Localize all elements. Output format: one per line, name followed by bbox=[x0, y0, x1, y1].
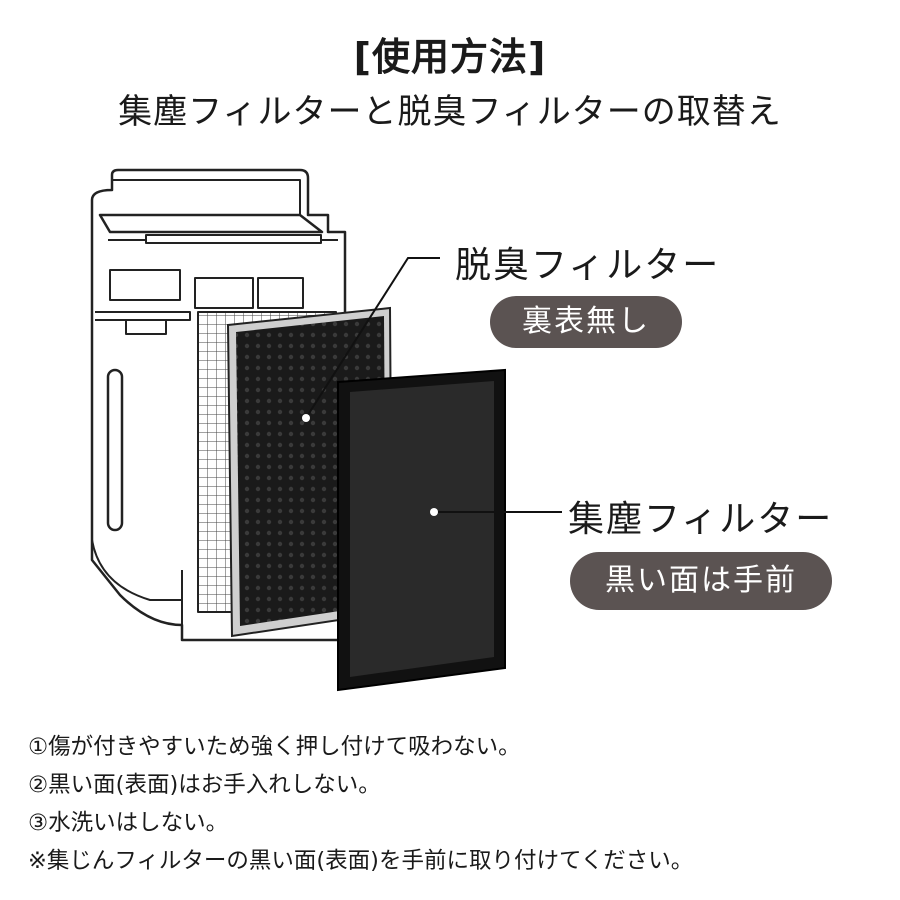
usage-note: ※集じんフィルターの黒い面(表面)を手前に取り付けてください。 bbox=[28, 848, 694, 874]
page-subtitle: 集塵フィルターと脱臭フィルターの取替え bbox=[118, 92, 782, 132]
deodorizing-filter-leader-dot bbox=[302, 414, 310, 422]
usage-note: ②黒い面(表面)はお手入れしない。 bbox=[28, 772, 381, 798]
deodorizing-filter-note-badge: 裏表無し bbox=[490, 296, 682, 348]
usage-notes-list: ①傷が付きやすいため強く押し付けて吸わない。 ②黒い面(表面)はお手入れしない。… bbox=[28, 728, 888, 880]
dust-filter-label: 集塵フィルター bbox=[568, 499, 834, 540]
usage-note: ③水洗いはしない。 bbox=[28, 810, 229, 836]
deodorizing-filter-label: 脱臭フィルター bbox=[455, 245, 721, 286]
deodorizing-filter-leader-line bbox=[305, 257, 440, 419]
dust-filter-note-badge: 黒い面は手前 bbox=[570, 552, 832, 610]
dust-filter-illustration bbox=[337, 368, 506, 692]
usage-note: ①傷が付きやすいため強く押し付けて吸わない。 bbox=[28, 734, 521, 760]
dust-filter-leader-dot bbox=[430, 508, 438, 516]
page-title: [使用方法] bbox=[353, 35, 547, 79]
